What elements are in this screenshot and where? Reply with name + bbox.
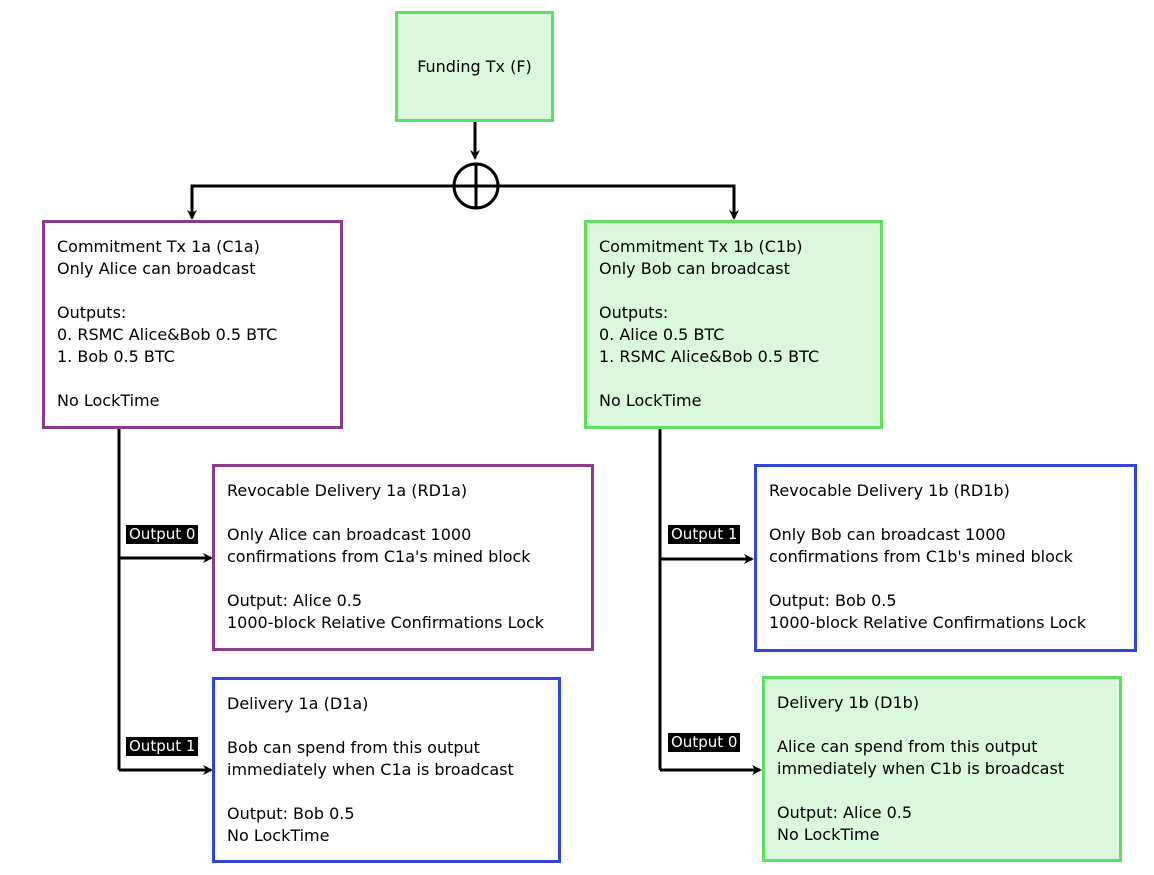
c1a-locktime: No LockTime (57, 391, 160, 410)
rd1a-lock: 1000-block Relative Confirmations Lock (227, 613, 545, 632)
c1b-title: Commitment Tx 1b (C1b) (599, 237, 803, 256)
rd1b-title: Revocable Delivery 1b (RD1b) (769, 481, 1010, 500)
rd1a-title: Revocable Delivery 1a (RD1a) (227, 481, 468, 500)
c1a-output-0-tag: Output 0 (126, 525, 199, 544)
c1b-output-0: 0. Alice 0.5 BTC (599, 325, 725, 344)
revocable-delivery-rd1b-box: Revocable Delivery 1b (RD1b) Only Bob ca… (754, 464, 1137, 652)
rd1a-output: Output: Alice 0.5 (227, 591, 363, 610)
d1a-locktime: No LockTime (227, 826, 330, 845)
c1a-title: Commitment Tx 1a (C1a) (57, 237, 260, 256)
c1a-outputs-heading: Outputs: (57, 303, 127, 322)
d1b-description-1: Alice can spend from this output (777, 737, 1038, 756)
d1b-title: Delivery 1b (D1b) (777, 693, 920, 712)
revocable-delivery-rd1a-box: Revocable Delivery 1a (RD1a) Only Alice … (212, 464, 594, 651)
rd1a-description-2: confirmations from C1a's mined block (227, 547, 531, 566)
funding-tx-label: Funding Tx (F) (417, 56, 532, 76)
c1b-output-0-tag: Output 0 (668, 733, 741, 752)
c1b-locktime: No LockTime (599, 391, 702, 410)
rd1b-description-1: Only Bob can broadcast 1000 (769, 525, 1006, 544)
c1a-broadcaster: Only Alice can broadcast (57, 259, 256, 278)
delivery-d1b-box: Delivery 1b (D1b) Alice can spend from t… (762, 676, 1122, 862)
rd1b-output: Output: Bob 0.5 (769, 591, 897, 610)
d1a-description-1: Bob can spend from this output (227, 738, 480, 757)
rd1b-description-2: confirmations from C1b's mined block (769, 547, 1073, 566)
c1b-output-1: 1. RSMC Alice&Bob 0.5 BTC (599, 347, 820, 366)
rd1b-lock: 1000-block Relative Confirmations Lock (769, 613, 1087, 632)
split-to-c1b-arrow (498, 184, 739, 220)
d1a-description-2: immediately when C1a is broadcast (227, 760, 514, 779)
c1b-broadcaster: Only Bob can broadcast (599, 259, 790, 278)
rd1a-description-1: Only Alice can broadcast 1000 (227, 525, 472, 544)
split-to-c1a-arrow (187, 184, 454, 220)
d1b-output: Output: Alice 0.5 (777, 803, 913, 822)
c1b-output-1-tag: Output 1 (668, 525, 741, 544)
c1a-output-1-tag: Output 1 (126, 737, 199, 756)
delivery-d1a-box: Delivery 1a (D1a) Bob can spend from thi… (212, 677, 561, 863)
commitment-tx-c1b-box: Commitment Tx 1b (C1b) Only Bob can broa… (584, 220, 883, 429)
d1a-output: Output: Bob 0.5 (227, 804, 355, 823)
c1a-output-0: 0. RSMC Alice&Bob 0.5 BTC (57, 325, 278, 344)
d1a-title: Delivery 1a (D1a) (227, 694, 369, 713)
commitment-tx-c1a-box: Commitment Tx 1a (C1a) Only Alice can br… (42, 220, 343, 429)
funding-tx-box: Funding Tx (F) (395, 11, 554, 122)
d1b-description-2: immediately when C1b is broadcast (777, 759, 1065, 778)
c1b-outputs-heading: Outputs: (599, 303, 669, 322)
c1a-output-1: 1. Bob 0.5 BTC (57, 347, 175, 366)
d1b-locktime: No LockTime (777, 825, 880, 844)
